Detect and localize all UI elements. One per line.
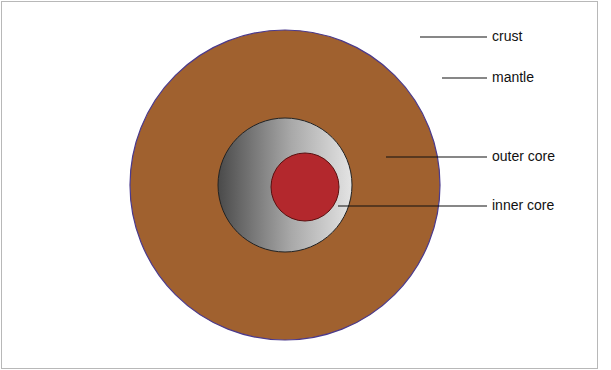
inner-core-circle bbox=[271, 153, 339, 221]
mantle-circle bbox=[130, 30, 440, 340]
layer-label: inner core bbox=[492, 197, 554, 213]
leader-line bbox=[386, 156, 487, 157]
layer-label: crust bbox=[492, 28, 522, 44]
leader-line bbox=[338, 205, 487, 206]
leader-line bbox=[442, 77, 487, 78]
layer-label: mantle bbox=[492, 69, 534, 85]
layer-label: outer core bbox=[492, 148, 555, 164]
outer-core-circle bbox=[218, 118, 352, 252]
leader-line bbox=[420, 36, 487, 37]
leader-lines bbox=[338, 37, 487, 206]
picture-frame bbox=[2, 2, 598, 369]
